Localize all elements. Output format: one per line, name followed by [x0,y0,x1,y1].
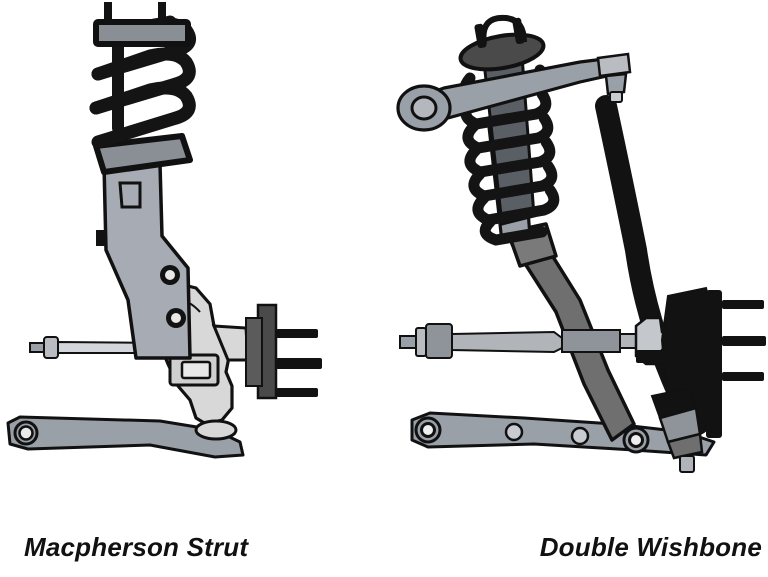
strut-body [96,162,192,360]
tie-rod [399,316,678,366]
wheel-hub-flange [245,303,278,400]
brake-caliper [168,353,220,387]
lower-ball-joint [194,419,238,441]
lower-spring-seat [93,133,193,175]
figure-macpherson-strut [0,0,384,520]
upper-ball-joint [596,52,632,103]
wheel-studs [636,300,766,381]
figure-double-wishbone [384,0,768,520]
upper-shock-mount [458,14,546,72]
wheel-studs [276,329,322,397]
lower-ball-joint [650,386,704,473]
lower-control-arm [6,415,245,459]
top-mount-plate [93,2,191,47]
lower-control-arm [410,411,716,457]
caption-macpherson-strut: Macpherson Strut [24,532,249,562]
caption-double-wishbone: Double Wishbone [539,532,762,562]
panel-macpherson-strut: Macpherson Strut [0,0,384,562]
panel-double-wishbone: Double Wishbone [384,0,768,577]
